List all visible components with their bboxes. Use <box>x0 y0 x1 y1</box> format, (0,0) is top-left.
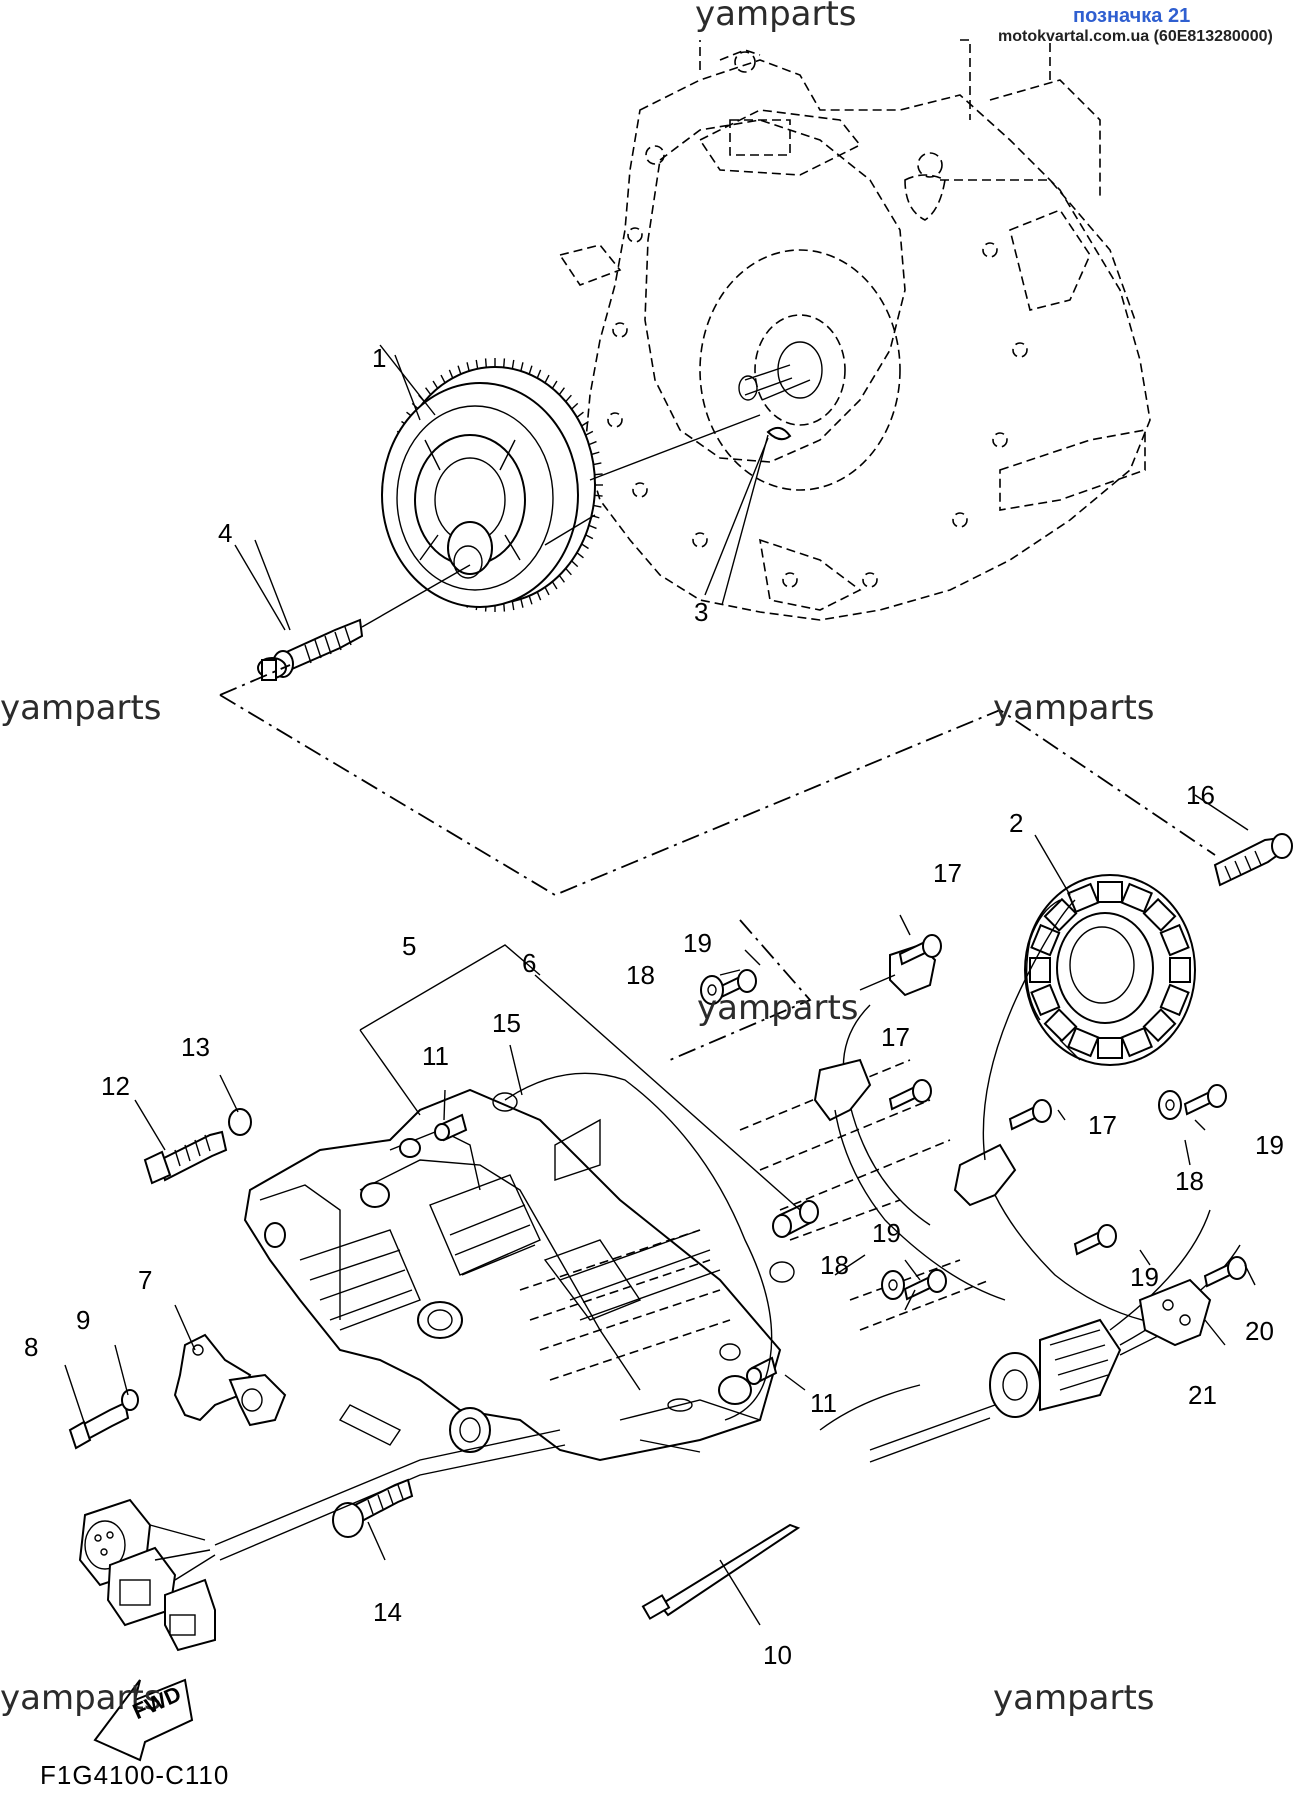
callout-11-lower: 11 <box>810 1388 837 1418</box>
bolt-19-mid <box>903 1269 947 1301</box>
callout-18-mid: 18 <box>820 1250 849 1280</box>
bolt-17-top <box>898 934 942 966</box>
cable-grommet <box>819 1209 1241 1463</box>
callout-19-lower: 19 <box>1130 1262 1159 1292</box>
bracket <box>173 1333 287 1427</box>
callout-15: 15 <box>492 1008 521 1038</box>
callout-1: 1 <box>372 343 387 373</box>
dowel-pin-lower <box>746 1356 778 1385</box>
bolt-19-lower <box>1073 1224 1117 1256</box>
fwd-arrow <box>93 1678 194 1762</box>
callout-16: 16 <box>1186 780 1215 810</box>
watermark-left-mid: yamparts <box>0 688 162 728</box>
callout-11-upper: 11 <box>422 1041 449 1071</box>
cable-tie <box>641 1523 801 1620</box>
stator-bolt <box>1213 833 1293 887</box>
callout-17-top: 17 <box>933 858 962 888</box>
flywheel-bolt <box>257 618 364 681</box>
washer-18-mid <box>881 1270 905 1300</box>
watermark-bottom-left: yamparts <box>0 1678 162 1718</box>
bolt-20 <box>1203 1256 1247 1288</box>
cover-washer <box>228 1108 252 1136</box>
callout-19-top: 19 <box>683 928 712 958</box>
callout-18-top: 18 <box>626 960 655 990</box>
callout-18-right: 18 <box>1175 1166 1204 1196</box>
callout-12: 12 <box>101 1071 130 1101</box>
callout-19-mid: 19 <box>872 1218 901 1248</box>
watermark-bottom-right: yamparts <box>993 1678 1155 1718</box>
callout-4: 4 <box>218 518 233 548</box>
bracket-bolt <box>68 1401 130 1450</box>
bolt-17-mid <box>888 1079 932 1111</box>
flywheel <box>381 358 603 612</box>
callout-17-mid: 17 <box>881 1022 910 1052</box>
watermark-top: yamparts <box>695 0 857 34</box>
sensor-bracket-2 <box>953 899 1166 1326</box>
callout-14: 14 <box>373 1597 402 1627</box>
callout-20: 20 <box>1245 1316 1274 1346</box>
callout-3: 3 <box>694 597 709 627</box>
callout-10: 10 <box>763 1640 792 1670</box>
tag-source: motokvartal.com.ua (60E813280000) <box>998 28 1273 45</box>
engine-block-outline <box>558 39 1151 621</box>
bolt-19-right <box>1183 1084 1227 1116</box>
callout-13: 13 <box>181 1032 210 1062</box>
callout-17-right: 17 <box>1088 1110 1117 1140</box>
callout-19-right: 19 <box>1255 1130 1284 1160</box>
o-ring-wire <box>504 1072 773 1421</box>
lower-cover-bolt <box>332 1478 414 1538</box>
watermark-right-mid: yamparts <box>993 688 1155 728</box>
wire-harness <box>78 1429 566 1652</box>
washer-18-top <box>700 975 724 1005</box>
callout-2: 2 <box>1009 808 1024 838</box>
callout-7: 7 <box>138 1265 153 1295</box>
callout-9: 9 <box>76 1305 91 1335</box>
bolt-17-right <box>1008 1099 1052 1131</box>
dowel-pin-upper <box>434 1113 468 1142</box>
watermark-center: yamparts <box>697 988 859 1028</box>
sensor-bracket <box>813 1058 1006 1301</box>
stator <box>1024 874 1196 1066</box>
callout-6: 6 <box>522 948 537 978</box>
callout-8: 8 <box>24 1332 39 1362</box>
cover-housing <box>243 1088 782 1462</box>
callout-21: 21 <box>1188 1380 1217 1410</box>
bracket-washer <box>121 1389 139 1411</box>
dowel-pin <box>772 1200 819 1238</box>
clamp-plate <box>1138 1278 1212 1347</box>
washer-18-right <box>1158 1090 1182 1120</box>
diagram-code: F1G4100-C110 <box>40 1760 230 1790</box>
callout-5: 5 <box>402 931 417 961</box>
cover-bolt <box>143 1130 228 1185</box>
tag-label: позначка 21 <box>1073 5 1191 27</box>
